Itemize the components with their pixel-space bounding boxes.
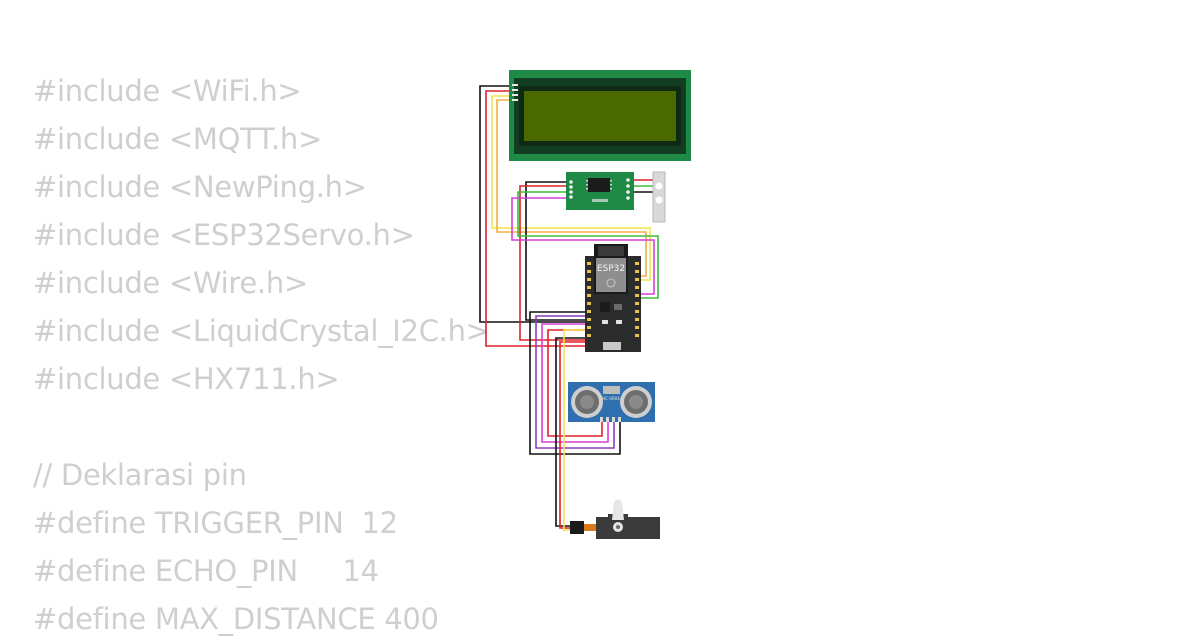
- wire-purple-us-echo[interactable]: [535, 315, 615, 449]
- wire-red-us-vcc[interactable]: [547, 329, 603, 437]
- wire-red-lcd-vcc[interactable]: [485, 90, 590, 347]
- wire-black-lcd-gnd[interactable]: [479, 85, 590, 323]
- circuit-diagram: ESP32 HC-SR04: [479, 70, 691, 540]
- code-line: #include <ESP32Servo.h>: [33, 218, 415, 252]
- ultrasonic-sensor[interactable]: HC-SR04: [568, 382, 655, 422]
- wire-black-hx-gnd[interactable]: [525, 181, 590, 321]
- wire-yellow-servo-sig[interactable]: [563, 322, 597, 531]
- code-line: // Deklarasi pin: [33, 458, 247, 492]
- wire-black-servo-gnd[interactable]: [555, 337, 590, 527]
- code-line: #include <LiquidCrystal_I2C.h>: [33, 314, 490, 348]
- lcd-pins: [512, 84, 518, 101]
- wire-magenta-hx-sck[interactable]: [511, 197, 655, 295]
- code-line: #define ECHO_PIN 14: [33, 554, 379, 588]
- code-line: #include <NewPing.h>: [33, 170, 367, 204]
- code-line: #include <HX711.h>: [33, 362, 340, 396]
- servo-motor[interactable]: [570, 499, 660, 540]
- ultrasonic-label: HC-SR04: [602, 396, 620, 401]
- code-line: #define TRIGGER_PIN 12: [33, 506, 398, 540]
- wire-magenta-us-trig[interactable]: [541, 323, 609, 443]
- wire-black-us-gnd[interactable]: [529, 311, 621, 455]
- wire-red-hx-vcc[interactable]: [519, 185, 590, 341]
- lcd-module[interactable]: [509, 70, 691, 161]
- load-cell[interactable]: [652, 171, 666, 223]
- wire-yellow-lcd-sda[interactable]: [491, 95, 651, 281]
- wire-orange-lcd-scl[interactable]: [496, 99, 647, 277]
- esp32-label: ESP32: [597, 264, 625, 274]
- wires: [479, 85, 659, 531]
- wire-green-hx-dt[interactable]: [517, 191, 659, 299]
- code-line: #include <WiFi.h>: [33, 74, 302, 108]
- code-line: #include <Wire.h>: [33, 266, 308, 300]
- esp32-board[interactable]: ESP32: [585, 244, 641, 352]
- hx711-module[interactable]: [566, 172, 634, 210]
- code-line: #include <MQTT.h>: [33, 122, 323, 156]
